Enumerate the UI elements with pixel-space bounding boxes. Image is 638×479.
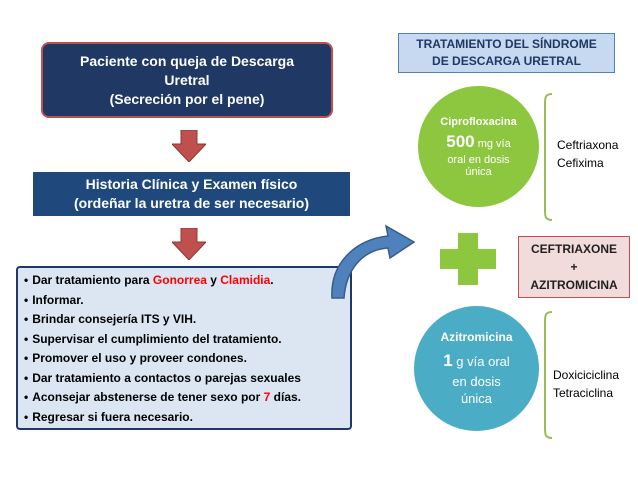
azitromicina-circle: Azitromicina 1 g vía oral en dosis única <box>414 306 539 431</box>
history-line-1: Historia Clínica y Examen físico <box>85 176 298 192</box>
complaint-line-3: (Secreción por el pene) <box>109 90 265 107</box>
azitromicina-name: Azitromicina <box>440 330 513 344</box>
syndrome-title-box: TRATAMIENTO DEL SÍNDROME DE DESCARGA URE… <box>398 33 615 73</box>
list-item: Promover el uso y proveer condones. <box>24 349 344 369</box>
list-item: Dar tratamiento a contactos o parejas se… <box>24 369 344 389</box>
list-item: Brindar consejería ITS y VIH. <box>24 310 344 330</box>
clinical-history-box: Historia Clínica y Examen físico (ordeña… <box>33 172 350 216</box>
ciprofloxacina-name: Ciprofloxacina <box>440 115 517 128</box>
curved-arrow-icon <box>331 224 416 299</box>
bracket-icon <box>544 311 553 439</box>
alternative-cefixima: Cefixima <box>557 156 604 170</box>
alternative-doxiciclina: Doxiciciclina <box>553 368 620 382</box>
syndrome-title-line-1: TRATAMIENTO DEL SÍNDROME <box>416 37 597 51</box>
combination-therapy-box: CEFTRIAXONE + AZITROMICINA <box>518 236 630 298</box>
ciprofloxacina-dose: 500 <box>446 131 475 151</box>
bracket-icon <box>544 93 553 221</box>
ciprofloxacina-circle: Ciprofloxacina 500 mg vía oral en dosis … <box>418 86 539 207</box>
list-item: Informar. <box>24 291 344 311</box>
list-item: Aconsejar abstenerse de tener sexo por 7… <box>24 388 344 408</box>
syndrome-title-line-2: DE DESCARGA URETRAL <box>432 54 581 68</box>
complaint-line-1: Paciente con queja de Descarga <box>80 52 294 69</box>
down-arrow-icon <box>172 228 206 260</box>
cipro-alternatives: Ceftriaxona Cefixima <box>557 136 618 172</box>
list-item: Regresar si fuera necesario. <box>24 408 344 428</box>
list-item: Dar tratamiento para Gonorrea y Clamidia… <box>24 271 344 291</box>
gonorrea-label: Gonorrea <box>152 273 207 287</box>
alternative-ceftriaxona: Ceftriaxona <box>557 138 619 152</box>
management-actions-box: Dar tratamiento para Gonorrea y Clamidia… <box>16 266 352 430</box>
alternative-tetraciclina: Tetraciclina <box>553 386 614 400</box>
plus-icon <box>440 233 496 285</box>
down-arrow-icon <box>172 130 206 162</box>
azi-alternatives: Doxiciciclina Tetraciclina <box>553 366 619 402</box>
history-line-2: (ordeñar la uretra de ser necesario) <box>74 195 309 211</box>
clamidia-label: Clamidia <box>220 273 271 287</box>
chief-complaint-box: Paciente con queja de Descarga Uretral (… <box>41 42 333 118</box>
list-item: Supervisar el cumplimiento del tratamien… <box>24 330 344 350</box>
actions-list: Dar tratamiento para Gonorrea y Clamidia… <box>24 271 344 427</box>
azitromicina-dose: 1 <box>443 351 453 370</box>
days-number: 7 <box>263 390 271 404</box>
complaint-line-2: Uretral <box>164 71 210 88</box>
